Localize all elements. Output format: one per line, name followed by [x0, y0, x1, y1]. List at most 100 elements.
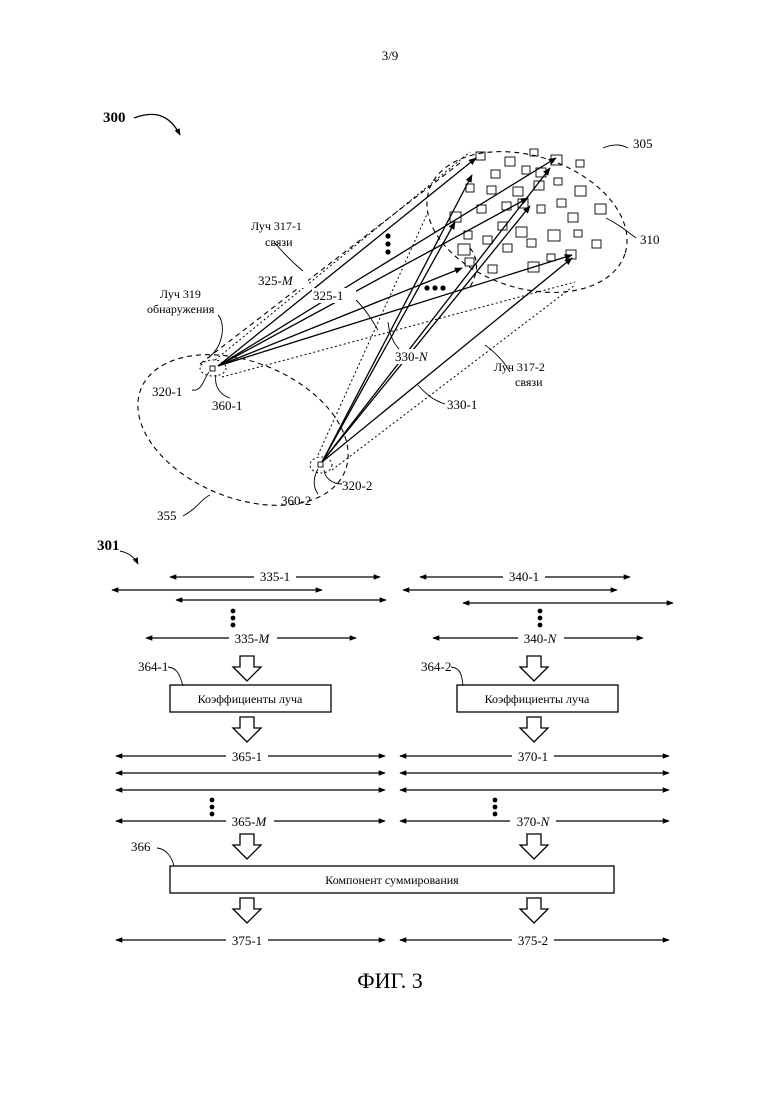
- node-360-1-ellipse: [200, 360, 226, 376]
- label-beam-319-line2: обнаружения: [147, 302, 215, 316]
- label-330-N: 330-N: [395, 349, 429, 364]
- ray-330-b: [322, 175, 472, 462]
- object: [568, 213, 578, 222]
- label-320-2: 320-2: [342, 478, 372, 493]
- object: [574, 230, 582, 237]
- object: [537, 205, 545, 213]
- ray-330-d: [322, 206, 530, 462]
- label-365-M-num: 365-: [232, 814, 256, 829]
- object: [554, 178, 562, 185]
- dot: [493, 798, 498, 803]
- object: [576, 160, 584, 167]
- label-340-N: 340-N: [524, 631, 558, 646]
- label-365-1: 365-1: [232, 749, 262, 764]
- left-down-arrow-2: [233, 717, 261, 742]
- label-330-N-var: N: [418, 349, 429, 364]
- label-beam-317-2-line2: связи: [515, 375, 543, 389]
- object: [548, 230, 560, 241]
- label-364-2: 364-2: [421, 659, 451, 674]
- right-coefficient-box-label: Коэффициенты луча: [485, 692, 590, 706]
- object: [483, 236, 492, 244]
- object: [557, 199, 566, 207]
- left-input-ellipsis: [231, 609, 236, 628]
- object: [566, 250, 576, 259]
- left-down-arrow-4: [233, 898, 261, 923]
- right-input-ellipsis: [538, 609, 543, 628]
- object: [487, 186, 496, 194]
- label-325-1: 325-1: [313, 288, 343, 303]
- leader-310: [606, 218, 636, 238]
- dot: [493, 805, 498, 810]
- object: [547, 254, 555, 261]
- label-364-1: 364-1: [138, 659, 168, 674]
- dot: [231, 616, 236, 621]
- dot: [210, 798, 215, 803]
- dot: [210, 805, 215, 810]
- label-325-M-num: 325-: [258, 273, 282, 288]
- label-beam-317-1-line1: Луч 317-1: [251, 219, 302, 233]
- right-down-arrow-4: [520, 898, 548, 923]
- label-355: 355: [157, 508, 177, 523]
- leader-325-1: [356, 300, 378, 330]
- label-335-M-num: 335-: [235, 631, 259, 646]
- dot: [538, 623, 543, 628]
- dot: [538, 616, 543, 621]
- objects-310: [450, 149, 606, 273]
- ray-330-a: [322, 222, 455, 462]
- object: [522, 166, 530, 174]
- dot: [432, 285, 437, 290]
- sensing-area-355-ellipse: [116, 326, 371, 535]
- label-330-N-num: 330-: [395, 349, 419, 364]
- dot: [424, 285, 429, 290]
- label-360-1: 360-1: [212, 398, 242, 413]
- left-output-ellipsis: [210, 798, 215, 817]
- label-365-M-var: M: [255, 814, 268, 829]
- label-beam-317-2-line1: Луч 317-2: [494, 360, 545, 374]
- ellipsis-dots-325: [385, 233, 390, 254]
- object: [592, 240, 601, 248]
- leader-364-1: [168, 667, 183, 686]
- leader-360-1: [216, 375, 230, 398]
- left-down-arrow-1: [233, 656, 261, 681]
- ray-330-c: [322, 168, 550, 462]
- dot: [493, 812, 498, 817]
- dot: [210, 812, 215, 817]
- leader-330-N: [388, 322, 400, 350]
- beam-319-edge-upper: [215, 152, 470, 360]
- label-340-1: 340-1: [509, 569, 539, 584]
- right-down-arrow-1: [520, 656, 548, 681]
- leader-319: [208, 315, 222, 358]
- rays-325: [218, 158, 572, 366]
- page-number: 3/9: [382, 48, 399, 63]
- leader-366: [157, 848, 174, 866]
- label-335-M: 335-M: [235, 631, 271, 646]
- label-370-N-num: 370-: [517, 814, 541, 829]
- label-375-1: 375-1: [232, 933, 262, 948]
- label-beam-317-1-line2: связи: [265, 235, 293, 249]
- ref-301: 301: [97, 538, 120, 554]
- object: [527, 239, 536, 247]
- node-360-2-ellipse: [310, 457, 332, 473]
- beam-317-2-edge-upper: [318, 212, 428, 455]
- left-down-arrow-3: [233, 834, 261, 859]
- leader-305: [603, 145, 628, 148]
- label-335-1: 335-1: [260, 569, 290, 584]
- label-335-M-var: M: [258, 631, 271, 646]
- label-325-M-var: M: [281, 273, 294, 288]
- ref-300-arrow: [134, 114, 180, 135]
- dot: [231, 609, 236, 614]
- ref-300: 300: [103, 110, 126, 126]
- node-320-1: [210, 366, 215, 371]
- object: [513, 187, 523, 196]
- object: [595, 204, 606, 214]
- ellipsis-dots-330: [424, 285, 445, 290]
- object: [575, 186, 586, 196]
- label-310: 310: [640, 232, 660, 247]
- label-325-M: 325-M: [258, 273, 294, 288]
- node-320-2: [318, 462, 323, 467]
- dot: [538, 609, 543, 614]
- label-320-1: 320-1: [152, 384, 182, 399]
- leader-355: [183, 495, 210, 516]
- label-370-N: 370-N: [517, 814, 551, 829]
